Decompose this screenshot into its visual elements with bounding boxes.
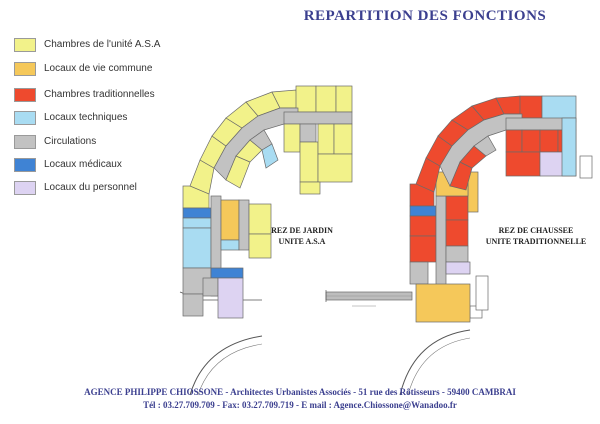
- plan-rez-de-jardin: [179, 85, 353, 396]
- terrace-curve-inner: [197, 343, 263, 396]
- room-medical: [409, 205, 437, 217]
- stairs: [409, 261, 429, 285]
- room-asa: [299, 141, 319, 183]
- room-traditional: [519, 95, 543, 119]
- room-common: [220, 199, 240, 241]
- plan-label-line2: UNITE TRADITIONNELLE: [485, 237, 587, 246]
- room-traditional: [445, 219, 469, 247]
- room-traditional: [409, 215, 437, 237]
- annex: [579, 155, 593, 179]
- room-asa: [299, 181, 321, 195]
- room-staff: [217, 277, 244, 319]
- room-technical: [561, 117, 577, 177]
- corridor: [238, 199, 250, 251]
- annex: [475, 275, 489, 311]
- legend-swatch: [14, 88, 36, 102]
- corridor: [435, 195, 447, 287]
- room-asa: [335, 85, 353, 113]
- legend-label: Circulations: [44, 136, 97, 147]
- room-traditional: [409, 235, 437, 263]
- room-traditional: [539, 129, 559, 153]
- plan-label-rez-de-jardin: REZ DE JARDIN UNITE A.S.A: [258, 225, 346, 247]
- room-common: [415, 283, 471, 323]
- room-technical: [220, 239, 240, 251]
- room-circulation: [202, 277, 219, 297]
- terrace-curve: [189, 335, 263, 396]
- room-asa: [283, 123, 301, 153]
- terrace-curve: [399, 329, 471, 396]
- room-technical: [182, 227, 212, 269]
- room-medical: [210, 267, 244, 279]
- room-traditional: [505, 151, 541, 177]
- legend-label: Locaux du personnel: [44, 182, 137, 193]
- room-asa: [317, 153, 353, 183]
- room-asa: [248, 233, 272, 259]
- room-asa: [317, 123, 335, 155]
- room-circulation: [445, 245, 469, 263]
- room-traditional: [445, 195, 469, 221]
- legend-swatch: [14, 135, 36, 149]
- room-circulation: [473, 135, 497, 157]
- stairs: [182, 293, 204, 317]
- footer-agency: AGENCE PHILIPPE CHIOSSONE - Architectes …: [84, 387, 516, 397]
- plan-rez-de-chaussee: [325, 95, 593, 396]
- legend-swatch: [14, 38, 36, 52]
- legend-swatch: [14, 62, 36, 76]
- room-asa: [315, 85, 337, 113]
- plan-label-line1: REZ DE JARDIN: [271, 226, 333, 235]
- legend-label: Chambres traditionnelles: [44, 89, 155, 100]
- room-staff: [445, 261, 471, 275]
- legend-swatch: [14, 158, 36, 172]
- legend-label: Locaux médicaux: [44, 159, 122, 170]
- room-technical: [261, 143, 279, 169]
- legend-label: Chambres de l'unité A.S.A: [44, 39, 161, 50]
- terrace-curve-inner: [407, 337, 471, 396]
- room-asa: [333, 123, 353, 155]
- corridor: [283, 111, 353, 125]
- legend-swatch: [14, 111, 36, 125]
- room-traditional: [521, 129, 541, 153]
- room-circulation: [299, 123, 317, 143]
- plan-label-line2: UNITE A.S.A: [278, 237, 326, 246]
- legend-label: Locaux de vie commune: [44, 63, 153, 74]
- room-traditional: [505, 129, 523, 153]
- plan-label-rez-de-chaussee: REZ DE CHAUSSEE UNITE TRADITIONNELLE: [476, 225, 596, 247]
- room-technical: [182, 217, 212, 229]
- room-asa: [295, 85, 317, 113]
- legend-swatch: [14, 181, 36, 195]
- page-title: REPARTITION DES FONCTIONS: [303, 8, 547, 24]
- room-medical: [182, 207, 212, 219]
- legend-label: Locaux techniques: [44, 112, 128, 123]
- plan-label-line1: REZ DE CHAUSSEE: [498, 226, 574, 235]
- footer-contact: Tél : 03.27.709.709 - Fax: 03.27.709.719…: [143, 400, 457, 410]
